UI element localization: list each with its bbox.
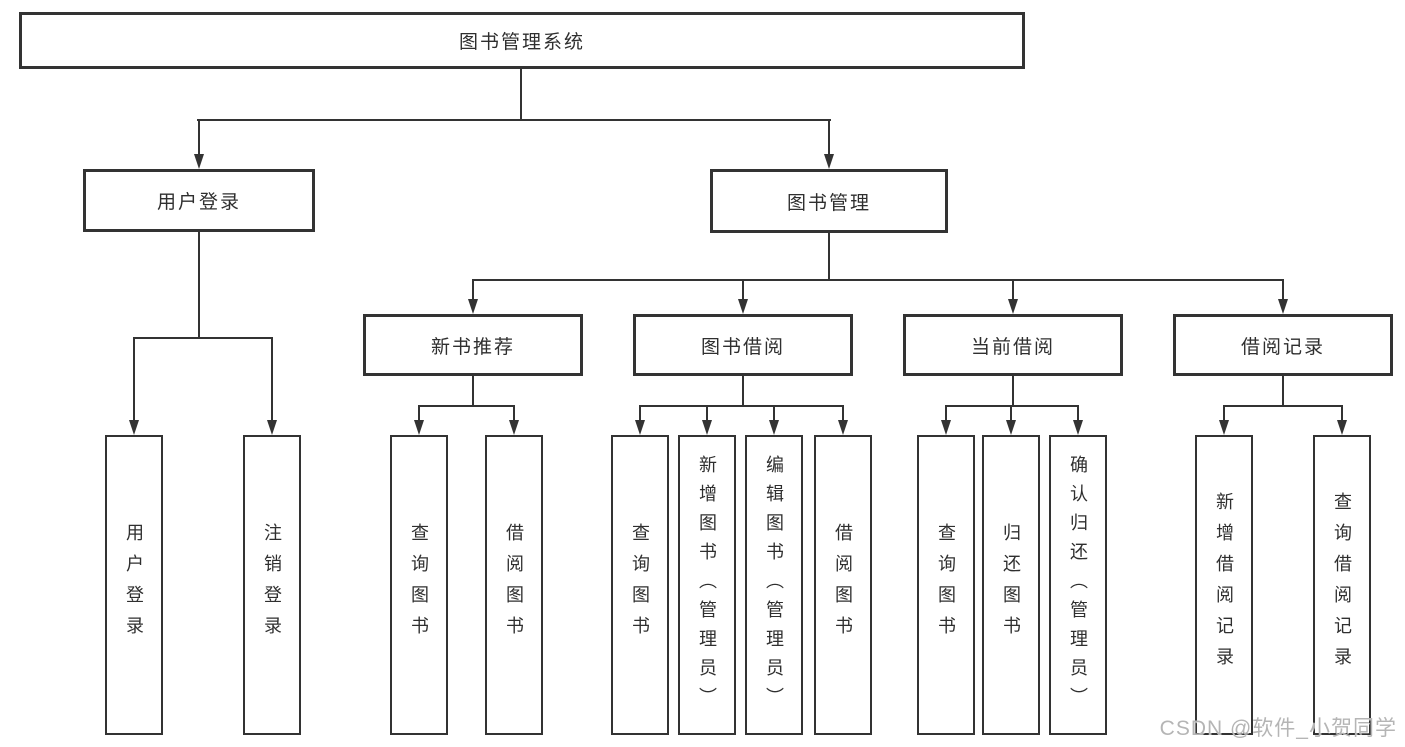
leaf-bb-edit-books-admin: 编辑图书（管理员） (745, 435, 803, 735)
arrow-down-icon (508, 407, 520, 435)
csdn-watermark: CSDN @软件_小贺同学 (1159, 717, 1397, 740)
leaf-label: 用户登录 (124, 523, 144, 647)
node-label: 图书借阅 (700, 336, 785, 358)
connector-borrow-record-stem (1282, 376, 1284, 406)
node-book-borrow: 图书借阅 (633, 314, 853, 376)
arrow-down-icon (1072, 407, 1084, 435)
leaf-label: 新增借阅记录 (1214, 492, 1234, 678)
leaf-label: 注销登录 (262, 523, 282, 647)
leaf-cb-return-books: 归还图书 (982, 435, 1040, 735)
arrow-down-icon (128, 339, 140, 435)
leaf-bb-borrow-books: 借阅图书 (814, 435, 872, 735)
arrow-down-icon (1218, 407, 1230, 435)
arrow-down-icon (1336, 407, 1348, 435)
connector-book-borrow-rail (639, 405, 844, 407)
node-book-management: 图书管理 (710, 169, 948, 233)
connector-borrow-record-rail (1223, 405, 1343, 407)
node-label: 当前借阅 (970, 336, 1055, 358)
connector-user-login-rail (133, 337, 273, 339)
leaf-label: 确认归还（管理员） (1068, 454, 1088, 716)
leaf-label: 归还图书 (1001, 523, 1021, 647)
leaf-br-add-borrow-record: 新增借阅记录 (1195, 435, 1253, 735)
connector-root-rail (197, 119, 831, 121)
arrow-down-icon (768, 407, 780, 435)
leaf-bb-query-books: 查询图书 (611, 435, 669, 735)
leaf-label: 借阅图书 (504, 523, 524, 647)
leaf-nbr-borrow-books: 借阅图书 (485, 435, 543, 735)
connector-book-borrow-stem (742, 376, 744, 406)
leaf-bb-add-books-admin: 新增图书（管理员） (678, 435, 736, 735)
arrow-down-icon (823, 121, 835, 169)
leaf-cb-query-books: 查询图书 (917, 435, 975, 735)
leaf-br-query-borrow-record: 查询借阅记录 (1313, 435, 1371, 735)
node-label: 用户登录 (156, 192, 241, 213)
leaf-nbr-query-books: 查询图书 (390, 435, 448, 735)
arrow-down-icon (1005, 407, 1017, 435)
arrow-down-icon (413, 407, 425, 435)
leaf-logout: 注销登录 (243, 435, 301, 735)
arrow-down-icon (701, 407, 713, 435)
arrow-down-icon (467, 281, 479, 314)
node-label: 图书管理系统 (458, 32, 585, 53)
connector-new-book-rec-rail (418, 405, 515, 407)
node-user-login-group: 用户登录 (83, 169, 315, 232)
connector-current-borrow-rail (945, 405, 1079, 407)
node-library-management-system: 图书管理系统 (19, 12, 1025, 69)
arrow-down-icon (837, 407, 849, 435)
arrow-down-icon (193, 121, 205, 169)
leaf-label: 查询借阅记录 (1332, 492, 1352, 678)
connector-root-stem (520, 69, 522, 120)
node-current-borrow: 当前借阅 (903, 314, 1123, 376)
leaf-label: 查询图书 (630, 523, 650, 647)
connector-book-mgmt-stem (828, 233, 830, 280)
node-borrow-record: 借阅记录 (1173, 314, 1393, 376)
arrow-down-icon (940, 407, 952, 435)
leaf-label: 查询图书 (409, 523, 429, 647)
arrow-down-icon (634, 407, 646, 435)
connector-book-mgmt-rail (472, 279, 1284, 281)
connector-user-login-stem (198, 232, 200, 338)
connector-new-book-rec-stem (472, 376, 474, 406)
node-label: 图书管理 (786, 192, 871, 214)
arrow-down-icon (1277, 281, 1289, 314)
arrow-down-icon (1007, 281, 1019, 314)
leaf-cb-confirm-return-admin: 确认归还（管理员） (1049, 435, 1107, 735)
arrow-down-icon (737, 281, 749, 314)
leaf-label: 借阅图书 (833, 523, 853, 647)
node-label: 新书推荐 (430, 336, 515, 358)
arrow-down-icon (266, 339, 278, 435)
leaf-label: 编辑图书（管理员） (764, 454, 784, 716)
leaf-label: 查询图书 (936, 523, 956, 647)
leaf-user-login: 用户登录 (105, 435, 163, 735)
leaf-label: 新增图书（管理员） (697, 454, 717, 716)
node-new-book-recommend: 新书推荐 (363, 314, 583, 376)
connector-current-borrow-stem (1012, 376, 1014, 406)
node-label: 借阅记录 (1240, 336, 1325, 358)
